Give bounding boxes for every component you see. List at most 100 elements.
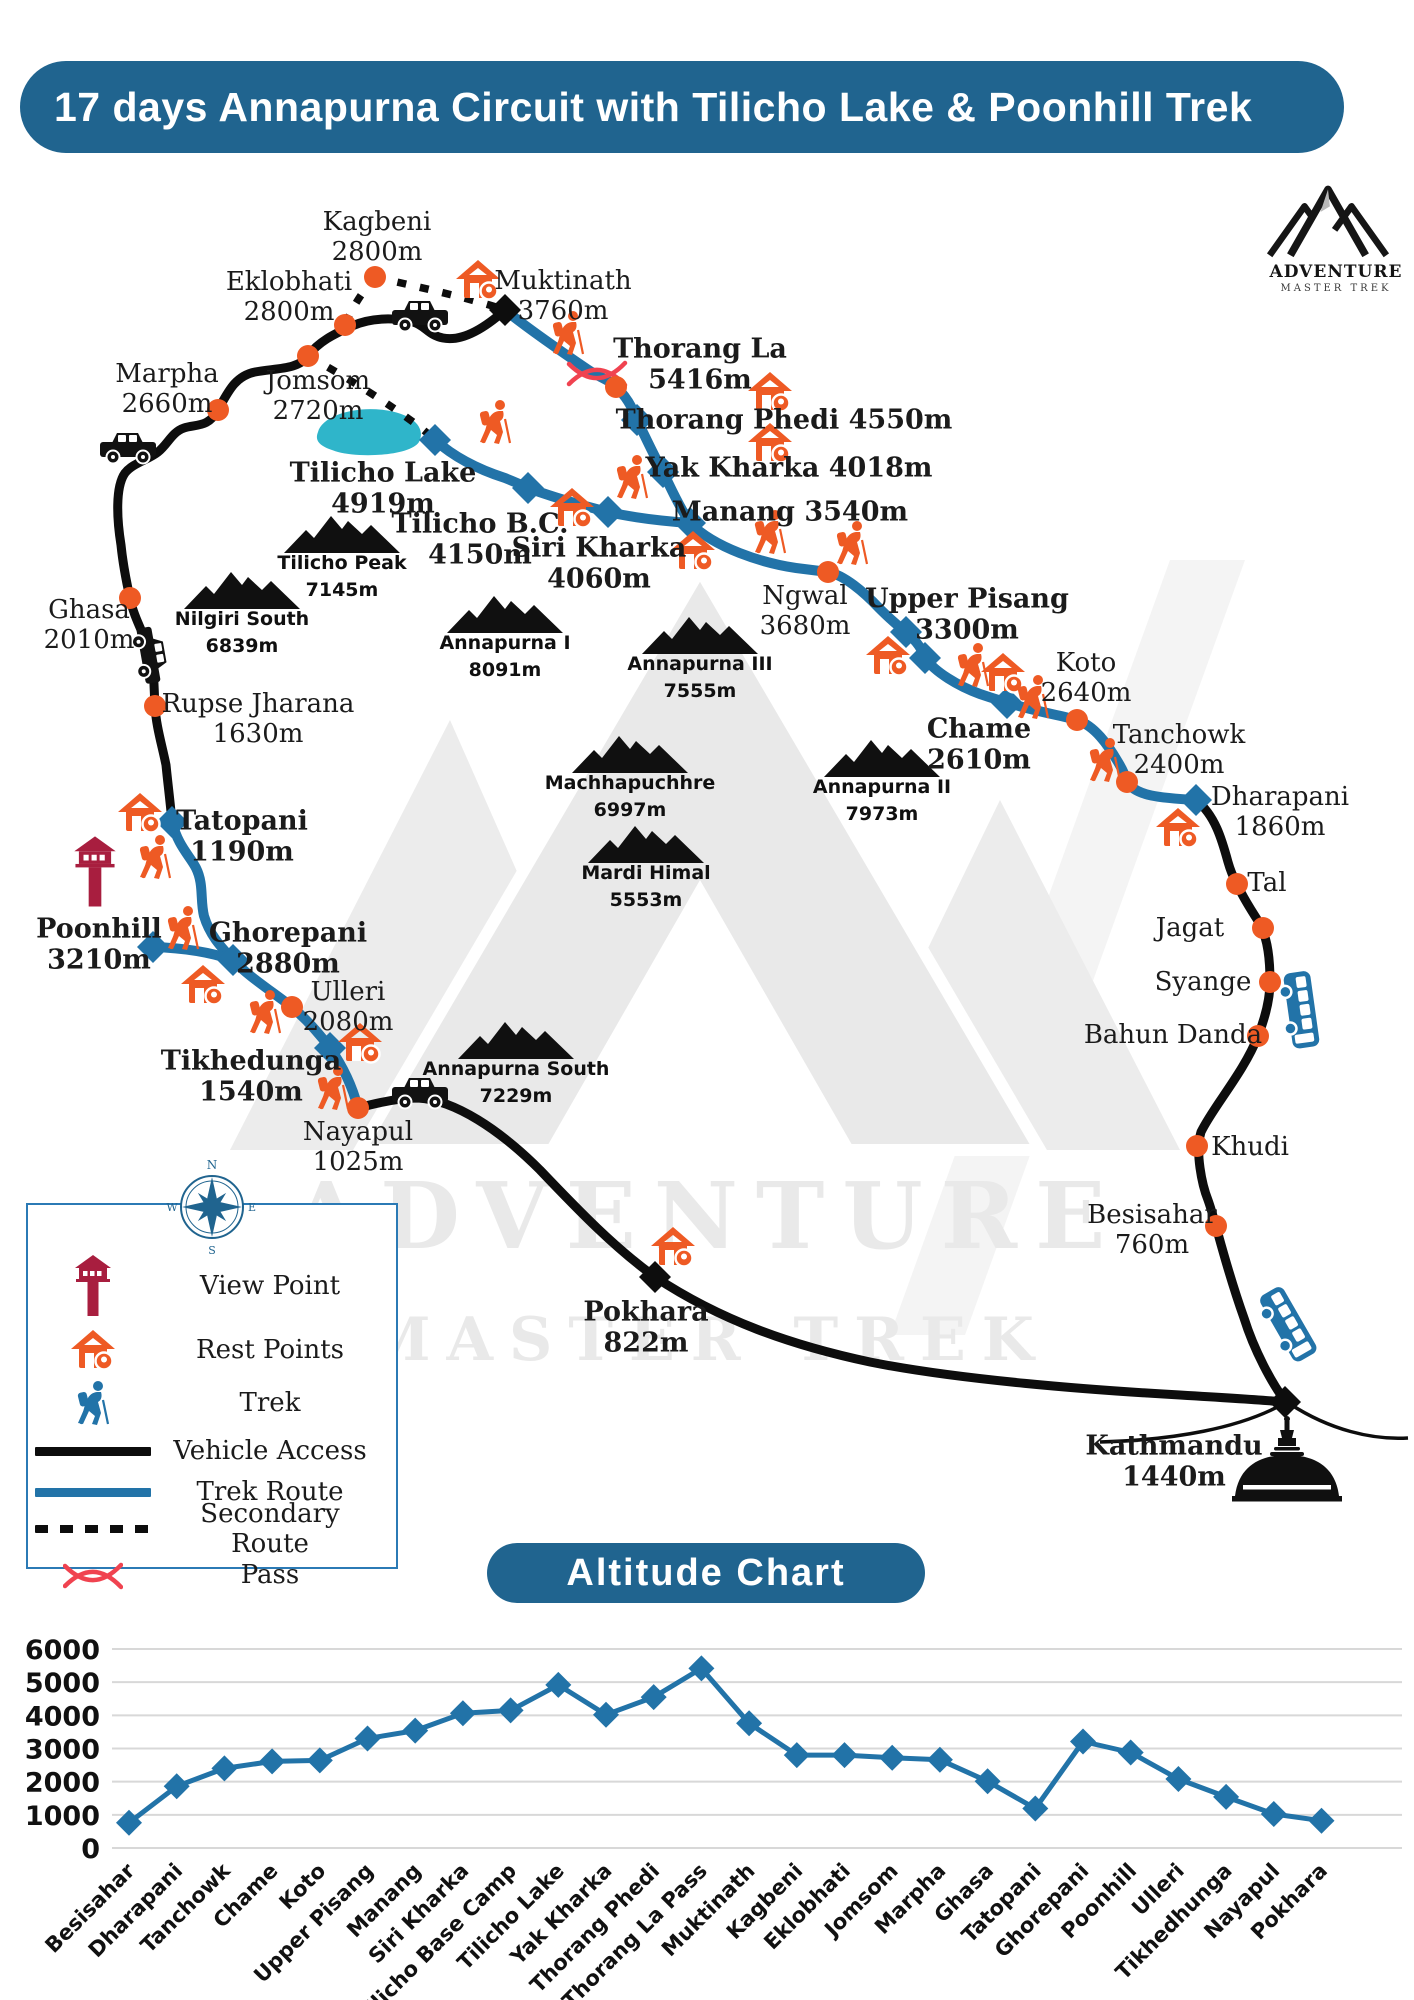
map-label-thorang-phedi: Thorang Phedi 4550m xyxy=(616,404,953,435)
compass-rose-icon: N E S W xyxy=(166,1158,256,1257)
place-name: Dharapani xyxy=(1210,781,1350,812)
legend-label: Secondary Route xyxy=(200,1499,340,1559)
place-name: Nayapul xyxy=(302,1116,414,1147)
node-nayapul xyxy=(347,1097,369,1119)
map-label-jagat: Jagat xyxy=(1156,913,1225,943)
watermark-text-2: MASTER TREK xyxy=(364,1305,1050,1375)
logo-mountains-icon xyxy=(1266,185,1390,258)
chart-marker-ghorepani xyxy=(1070,1728,1096,1755)
legend-label: Rest Points xyxy=(196,1335,344,1365)
place-name: Upper Pisang xyxy=(865,583,1069,615)
node-rupse-jharana xyxy=(144,695,166,717)
peak-name: Annapurna III xyxy=(627,653,773,675)
place-altitude: 4018m xyxy=(828,452,933,484)
chart-marker-jomsom xyxy=(879,1744,906,1771)
place-altitude: 3300m xyxy=(915,615,1019,646)
place-name: Kathmandu xyxy=(1085,1430,1263,1462)
place-name: Jagat xyxy=(1155,912,1225,943)
brand-logo: ADVENTURE MASTER TREK xyxy=(1258,180,1414,294)
peak-name: Nilgiri South xyxy=(174,608,310,630)
legend-box: N E S W View Point Rest Points Trek Vehi… xyxy=(26,1158,398,1590)
node-marpha xyxy=(207,399,229,421)
chart-marker-tilicho-lake xyxy=(545,1671,572,1698)
chart-y-tick-label: 0 xyxy=(81,1834,100,1865)
chart-marker-ghasa xyxy=(974,1768,1001,1795)
place-altitude: 2800m xyxy=(243,297,335,327)
node-eklobhati xyxy=(334,314,356,336)
chart-line xyxy=(127,1665,1322,1825)
trek-route-line xyxy=(35,1487,151,1497)
peak-name: Mardi Himal xyxy=(581,862,711,884)
node-khudi xyxy=(1186,1135,1208,1157)
place-name: Kagbeni xyxy=(322,206,432,237)
page-title: 17 days Annapurna Circuit with Tilicho L… xyxy=(54,83,1253,130)
peak-name: Annapurna I xyxy=(439,632,571,654)
peak-altitude: 7555m xyxy=(663,679,737,702)
place-altitude: 3210m xyxy=(47,945,151,976)
place-name: Tikhedunga xyxy=(160,1045,342,1077)
legend-label: View Point xyxy=(199,1271,341,1301)
peak-name: Annapurna II xyxy=(812,776,952,798)
secondary-route-line xyxy=(35,1525,151,1533)
place-name: Pokhara xyxy=(583,1296,709,1328)
altitude-chart-heading: Altitude Chart xyxy=(487,1543,925,1603)
chart-y-tick-label: 2000 xyxy=(25,1768,100,1799)
peak-altitude: 8091m xyxy=(468,658,542,681)
node-jomsom xyxy=(297,345,319,367)
legend-label: Pass xyxy=(240,1560,300,1590)
peak-name: Machhapuchhre xyxy=(544,772,716,794)
place-altitude: 822m xyxy=(603,1328,689,1359)
chart-y-tick-label: 6000 xyxy=(25,1635,100,1666)
place-altitude: 2720m xyxy=(272,396,364,426)
place-name: Marpha xyxy=(115,358,219,389)
place-name: Ngwal xyxy=(762,580,848,611)
logo-text-line2: MASTER TREK xyxy=(1280,283,1392,294)
chart-marker-siri-kharka xyxy=(449,1700,476,1727)
trek-route-main xyxy=(500,305,1201,805)
place-name: Tilicho Lake xyxy=(289,457,477,489)
legend-label: Trek xyxy=(239,1388,301,1418)
place-name: Muktinath xyxy=(494,265,632,296)
peak-label-annapurna-i: Annapurna I 8091m xyxy=(439,630,570,683)
chart-marker-manang xyxy=(402,1717,429,1744)
route-node-dots xyxy=(119,266,1281,1237)
chart-marker-tatopani xyxy=(1022,1795,1049,1822)
place-name: Ghorepani xyxy=(208,917,368,949)
place-altitude: 1190m xyxy=(190,837,294,868)
place-altitude: 4550m xyxy=(848,404,953,436)
place-name: Yak Kharka xyxy=(645,452,820,484)
legend-row-trek-route: Trek Route xyxy=(28,1473,396,1511)
place-altitude: 1440m xyxy=(1122,1462,1226,1493)
legend-row-rest-points: Rest Points xyxy=(28,1323,396,1377)
legend-label: Trek Route xyxy=(196,1477,344,1507)
vehicle-route-south xyxy=(353,1093,1290,1407)
place-name: Syange xyxy=(1154,966,1252,997)
place-altitude: 4060m xyxy=(547,564,651,595)
chart-marker-tilicho-base-camp xyxy=(497,1697,524,1724)
place-altitude: 5416m xyxy=(648,365,752,396)
place-altitude: 1860m xyxy=(1234,812,1326,842)
map-label-tal: Tal xyxy=(1247,868,1286,898)
chart-marker-koto xyxy=(306,1747,333,1774)
node-ulleri xyxy=(281,996,303,1018)
legend-row-vehicle-access: Vehicle Access xyxy=(28,1429,396,1473)
place-altitude: 1025m xyxy=(312,1147,404,1177)
secondary-route-kagbeni-muktinath xyxy=(374,273,507,314)
node-ghasa xyxy=(119,587,141,609)
